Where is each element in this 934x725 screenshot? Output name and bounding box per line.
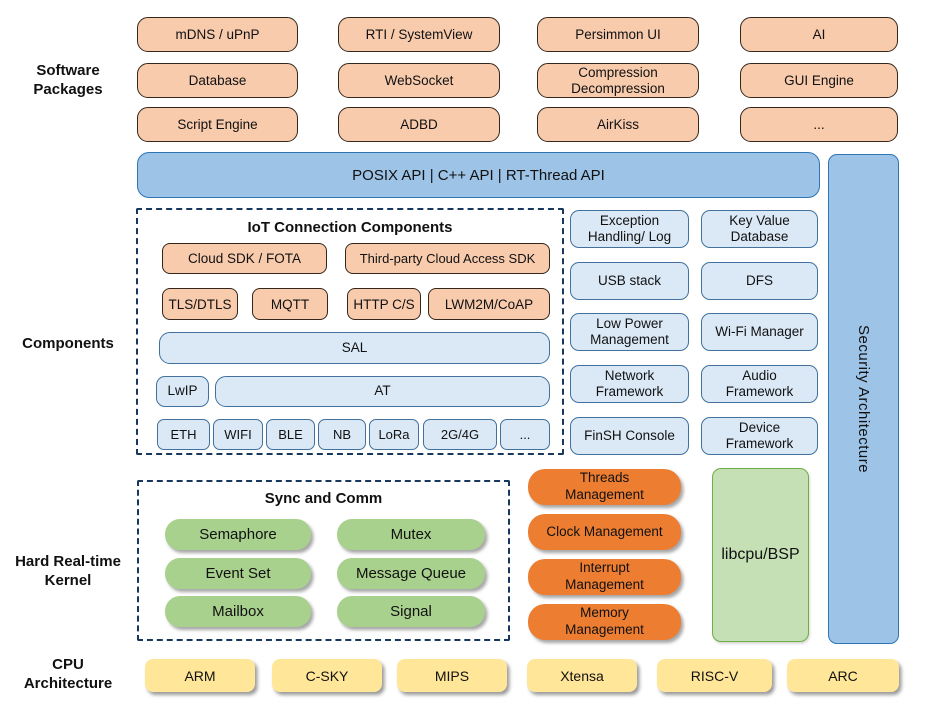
package-box-adbd: ADBD <box>338 107 500 142</box>
package-box-database: Database <box>137 63 298 98</box>
pill-semaphore: Semaphore <box>165 519 311 550</box>
box-finsh-console: FinSH Console <box>570 416 689 455</box>
iot-components-title: IoT Connection Components <box>247 219 453 236</box>
pill-threads-management: Threads Management <box>528 469 681 505</box>
box-network-framework: Network Framework <box>570 365 689 404</box>
box-lora: LoRa <box>369 419 419 450</box>
pill-mutex: Mutex <box>337 519 485 550</box>
pill-mailbox: Mailbox <box>165 596 311 627</box>
cpu-box-arc: ARC <box>787 659 899 692</box>
sync-and-comm-title: Sync and Comm <box>264 490 383 507</box>
box-nb: NB <box>318 419 366 450</box>
box-exception-handling-log: Exception Handling/ Log <box>570 210 689 248</box>
package-box-rti-systemview: RTI / SystemView <box>338 17 500 52</box>
box-mqtt: MQTT <box>252 288 328 320</box>
box-dfs: DFS <box>701 261 818 300</box>
box-wifi-manager: Wi-Fi Manager <box>701 313 818 352</box>
service-components-grid: Exception Handling/ Log Key Value Databa… <box>570 210 818 455</box>
package-box-persimmon-ui: Persimmon UI <box>537 17 699 52</box>
box-sal: SAL <box>159 332 550 364</box>
box-device-framework: Device Framework <box>701 416 818 455</box>
api-bar: POSIX API | C++ API | RT-Thread API <box>137 152 820 198</box>
pill-clock-management: Clock Management <box>528 514 681 550</box>
box-wifi: WIFI <box>213 419 263 450</box>
package-box-airkiss: AirKiss <box>537 107 699 142</box>
box-third-party-cloud-sdk: Third-party Cloud Access SDK <box>345 243 550 274</box>
box-key-value-database: Key Value Database <box>701 210 818 248</box>
cpu-box-risc-v: RISC-V <box>657 659 772 692</box>
security-architecture-label: Security Architecture <box>855 324 872 474</box>
box-ble: BLE <box>266 419 315 450</box>
box-usb-stack: USB stack <box>570 261 689 300</box>
cpu-box-arm: ARM <box>145 659 255 692</box>
cpu-box-c-sky: C-SKY <box>272 659 382 692</box>
security-architecture-bar: Security Architecture <box>828 154 899 644</box>
box-tls-dtls: TLS/DTLS <box>162 288 238 320</box>
pill-interrupt-management: Interrupt Management <box>528 559 681 595</box>
package-box-gui-engine: GUI Engine <box>740 63 898 98</box>
box-low-power-management: Low Power Management <box>570 313 689 352</box>
package-box-more: ... <box>740 107 898 142</box>
package-box-websocket: WebSocket <box>338 63 500 98</box>
pill-signal: Signal <box>337 596 485 627</box>
section-label-cpu-architecture: CPU Architecture <box>23 656 113 692</box>
box-lwip: LwIP <box>156 376 209 407</box>
section-label-kernel: Hard Real-time Kernel <box>15 553 121 589</box>
kernel-management-column: Threads Management Clock Management Inte… <box>528 469 681 640</box>
package-box-mdns-upnp: mDNS / uPnP <box>137 17 298 52</box>
pill-event-set: Event Set <box>165 557 311 589</box>
sync-and-comm-box: Sync and Comm Semaphore Mutex Event Set … <box>137 480 510 641</box>
section-label-components: Components <box>22 335 114 352</box>
package-box-script-engine: Script Engine <box>137 107 298 142</box>
iot-connection-components-box: IoT Connection Components Cloud SDK / FO… <box>136 208 564 455</box>
box-2g-4g: 2G/4G <box>423 419 497 450</box>
pill-memory-management: Memory Management <box>528 604 681 640</box>
cpu-box-mips: MIPS <box>397 659 507 692</box>
section-label-software-packages: Software Packages <box>33 62 103 98</box>
package-box-ai: AI <box>740 17 898 52</box>
package-box-compression: Compression Decompression <box>537 63 699 98</box>
sync-pill-grid: Semaphore Mutex Event Set Message Queue … <box>165 519 485 627</box>
pill-message-queue: Message Queue <box>337 557 485 589</box>
box-lwm2m-coap: LWM2M/CoAP <box>428 288 550 320</box>
box-eth: ETH <box>157 419 210 450</box>
cpu-box-xtensa: Xtensa <box>527 659 637 692</box>
box-libcpu-bsp: libcpu/BSP <box>712 468 809 642</box>
box-at: AT <box>215 376 550 407</box>
box-http-cs: HTTP C/S <box>347 288 421 320</box>
box-links-more: ... <box>500 419 550 450</box>
box-cloud-sdk-fota: Cloud SDK / FOTA <box>162 243 327 274</box>
box-audio-framework: Audio Framework <box>701 365 818 404</box>
